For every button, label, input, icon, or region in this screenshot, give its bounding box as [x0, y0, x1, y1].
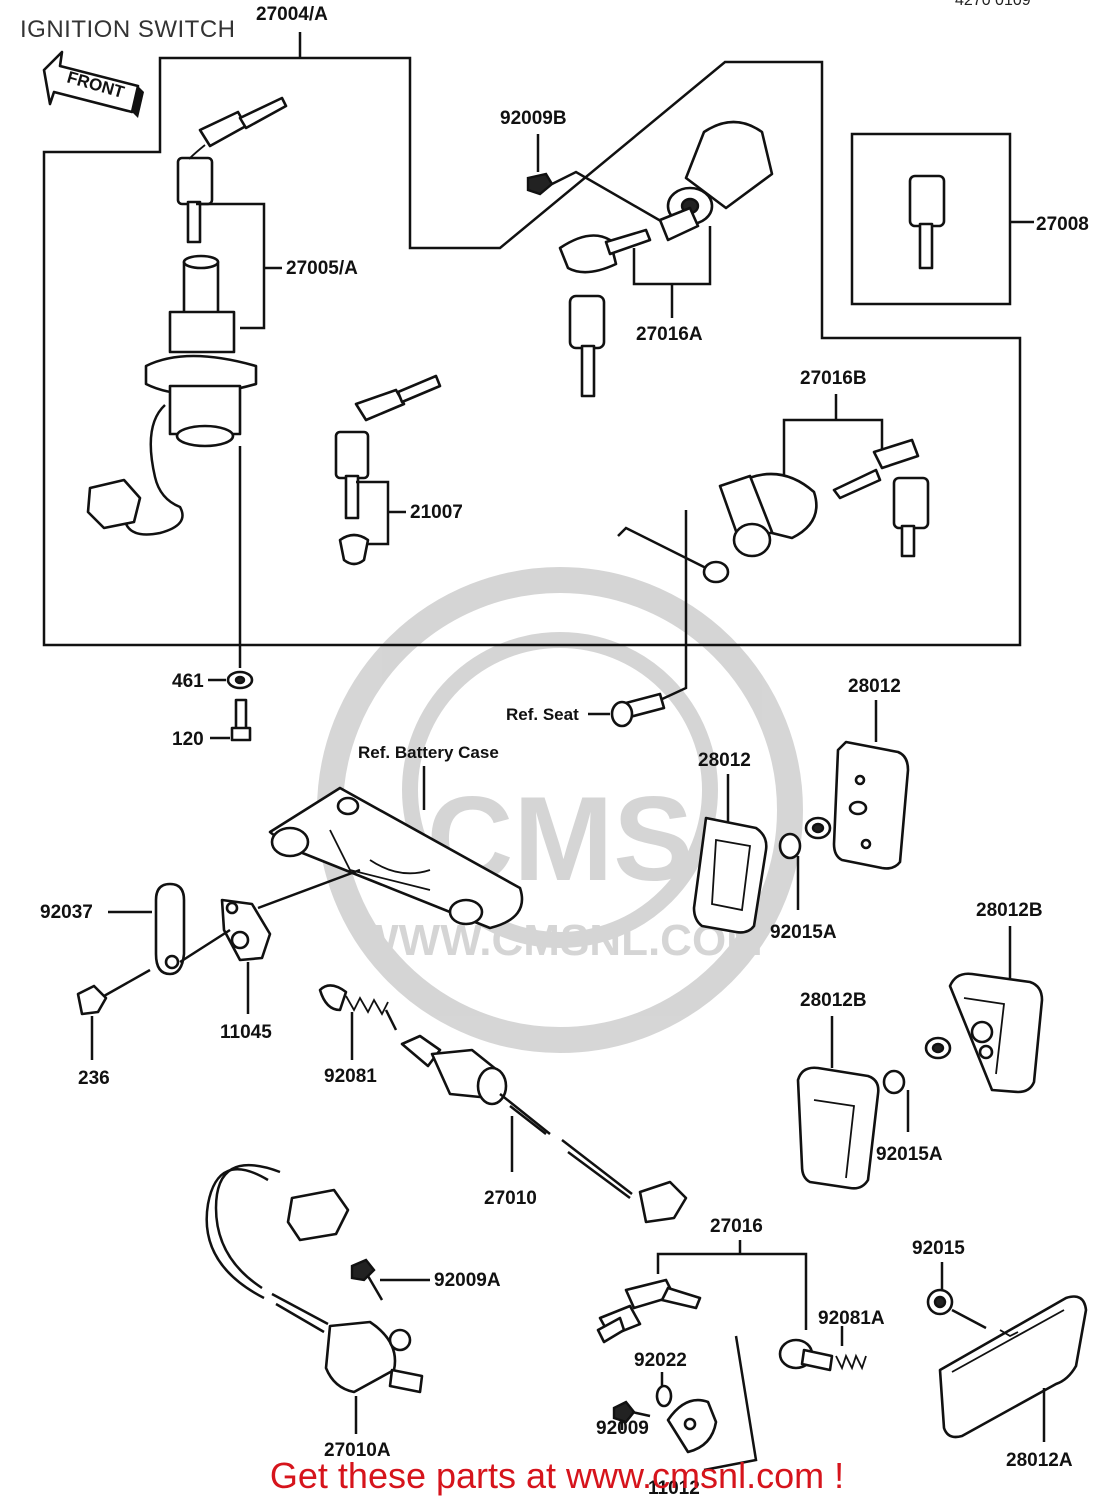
label-92015a-bottom: 92015A: [876, 1144, 943, 1165]
switch-27010: [400, 1034, 688, 1224]
label-28012b-left: 28012B: [800, 990, 867, 1011]
key-pair-27016a: [558, 228, 652, 398]
label-92015: 92015: [912, 1238, 965, 1259]
label-27010: 27010: [484, 1188, 537, 1209]
watermark-url: WWW.CMSNL.COM: [357, 916, 763, 965]
label-27016b: 27016B: [800, 368, 867, 389]
nut-pair-92015a-top: [778, 816, 832, 860]
key-pair-27016: [596, 1278, 702, 1344]
label-92009: 92009: [596, 1418, 649, 1439]
label-21007: 21007: [410, 502, 463, 523]
label-28012-front: 28012: [698, 750, 751, 771]
set-outline-27004a: [42, 32, 1022, 647]
label-27005a: 27005/A: [286, 258, 358, 279]
plate-11012: [666, 1398, 718, 1454]
bracket-11045: [220, 898, 272, 962]
cms-watermark: CMS WWW.CMSNL.COM: [317, 567, 803, 1053]
label-28012b-right: 28012B: [976, 900, 1043, 921]
nut-92015: [926, 1288, 954, 1316]
nut-pair-92015a-bottom: [882, 1036, 952, 1095]
ignition-switch-body: [86, 254, 258, 536]
washer-92022: [655, 1384, 673, 1408]
label-92037: 92037: [40, 902, 93, 923]
key-pair-top-left: [176, 96, 288, 244]
label-120: 120: [172, 729, 204, 750]
label-92009a: 92009A: [434, 1270, 501, 1291]
label-11045: 11045: [220, 1022, 272, 1043]
label-ref-battery-case: Ref. Battery Case: [358, 743, 499, 762]
label-28012a: 28012A: [1006, 1450, 1073, 1471]
spring-92081a: [835, 1353, 867, 1371]
clamp-92037: [154, 882, 186, 976]
label-ref-seat: Ref. Seat: [506, 705, 579, 724]
footer-promo[interactable]: Get these parts at www.cmsnl.com !: [269, 1455, 845, 1496]
key-box-27008: [850, 132, 1012, 306]
label-28012-rear: 28012: [848, 676, 901, 697]
label-92081a: 92081A: [818, 1308, 885, 1329]
seat-lock-27016a: [658, 120, 774, 242]
label-92022: 92022: [634, 1350, 687, 1371]
label-27008: 27008: [1036, 214, 1089, 235]
screw-92009: [612, 1400, 651, 1424]
seat-bolt: [610, 692, 666, 728]
screw-92009a: [350, 1258, 384, 1301]
label-461: 461: [172, 671, 204, 692]
key-pair-27016b: [832, 438, 930, 558]
screw-92009b: [526, 172, 554, 196]
spring-92081: [318, 984, 398, 1031]
bolt-120: [230, 698, 252, 742]
label-27004a: 27004/A: [256, 4, 328, 25]
label-11012: 11012: [648, 1478, 700, 1499]
label-92009b: 92009B: [500, 108, 567, 129]
reflector-28012b-right: [948, 972, 1044, 1094]
key-pair-21007: [334, 374, 442, 566]
reflector-28012-rear: [832, 740, 910, 870]
switch-27010a: [205, 1163, 424, 1394]
diagram-code: 4270 0109: [955, 0, 1031, 9]
label-27016a: 27016A: [636, 324, 703, 345]
lock-27016b: [617, 472, 818, 584]
battery-case-bracket: [268, 786, 524, 930]
screw-236: [76, 968, 151, 1016]
label-27016: 27016: [710, 1216, 763, 1237]
label-27010a: 27010A: [324, 1440, 391, 1461]
washer-461: [226, 670, 254, 690]
label-92015a-top: 92015A: [770, 922, 837, 943]
lock-cylinder-27016: [778, 1338, 834, 1372]
label-236: 236: [78, 1068, 110, 1089]
reflector-28012b-left: [796, 1066, 880, 1190]
diagram-title: IGNITION SWITCH: [20, 16, 236, 43]
front-arrow: FRONT: [42, 50, 144, 118]
reflector-28012-front: [692, 816, 768, 934]
tail-reflector-28012a: [938, 1295, 1088, 1439]
label-92081: 92081: [324, 1066, 377, 1087]
